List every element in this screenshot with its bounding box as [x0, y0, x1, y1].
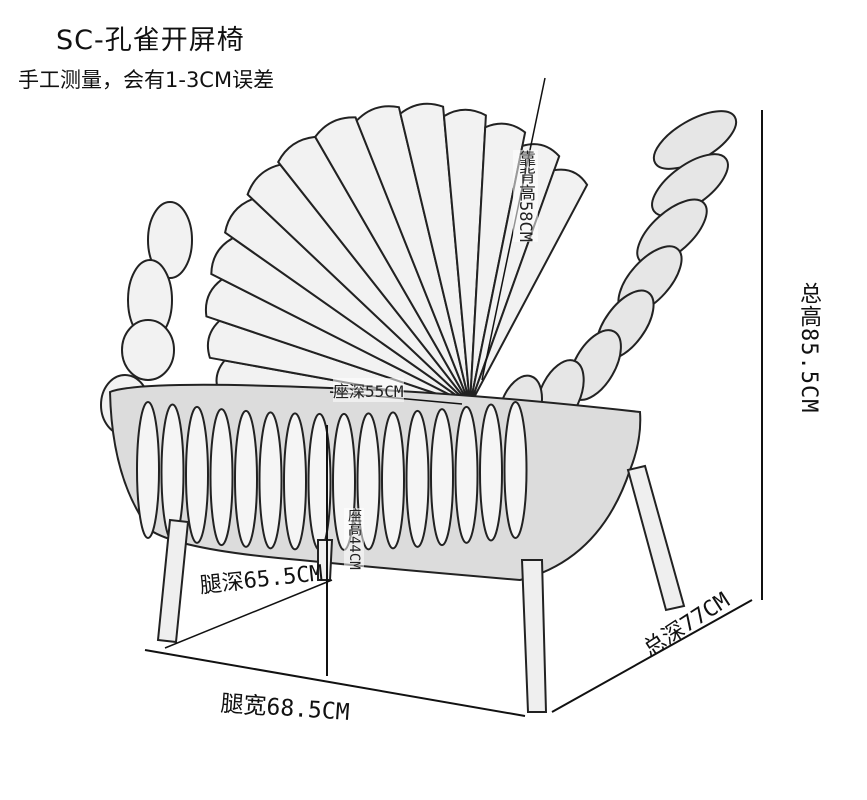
measurement-note: 手工测量，会有1-3CM误差 — [18, 68, 275, 92]
total-height-label: 总高85.5CM — [796, 282, 821, 414]
skirt-loop — [454, 405, 479, 544]
leg-width-line — [144, 649, 526, 717]
skirt-loop — [185, 405, 209, 544]
skirt-loop — [209, 408, 234, 547]
back-height-label: 靠背高58CM — [513, 150, 538, 242]
product-title: SC-孔雀开屏椅 — [56, 25, 245, 56]
chair-leg-front-left — [156, 518, 190, 644]
seat-depth-label: 座深55CM — [333, 378, 404, 402]
skirt-loop — [136, 401, 160, 539]
skirt-loop — [258, 411, 283, 550]
total-depth-line — [551, 599, 753, 713]
leg-depth-line — [164, 579, 333, 649]
chair-legs — [156, 464, 686, 713]
skirt-loop — [430, 408, 454, 547]
skirt-loop — [283, 412, 307, 551]
skirt-loop — [234, 409, 258, 548]
fan-panel — [355, 105, 471, 406]
fan-panel — [399, 102, 471, 406]
chair-leg-back-right — [626, 464, 686, 612]
skirt-loop — [479, 403, 503, 542]
fan-edge-loop — [121, 319, 175, 381]
chair-leg-front-right — [520, 559, 548, 713]
fan-panel — [314, 116, 471, 406]
fan-panel — [469, 168, 589, 406]
chair-front-loops — [136, 401, 528, 551]
skirt-loop — [381, 411, 405, 550]
fan-edge-loop — [147, 201, 193, 279]
seat-height-label: 座高44CM — [344, 508, 364, 570]
fan-panel — [442, 108, 487, 406]
skirt-loop — [503, 401, 528, 539]
skirt-loop — [405, 409, 430, 548]
